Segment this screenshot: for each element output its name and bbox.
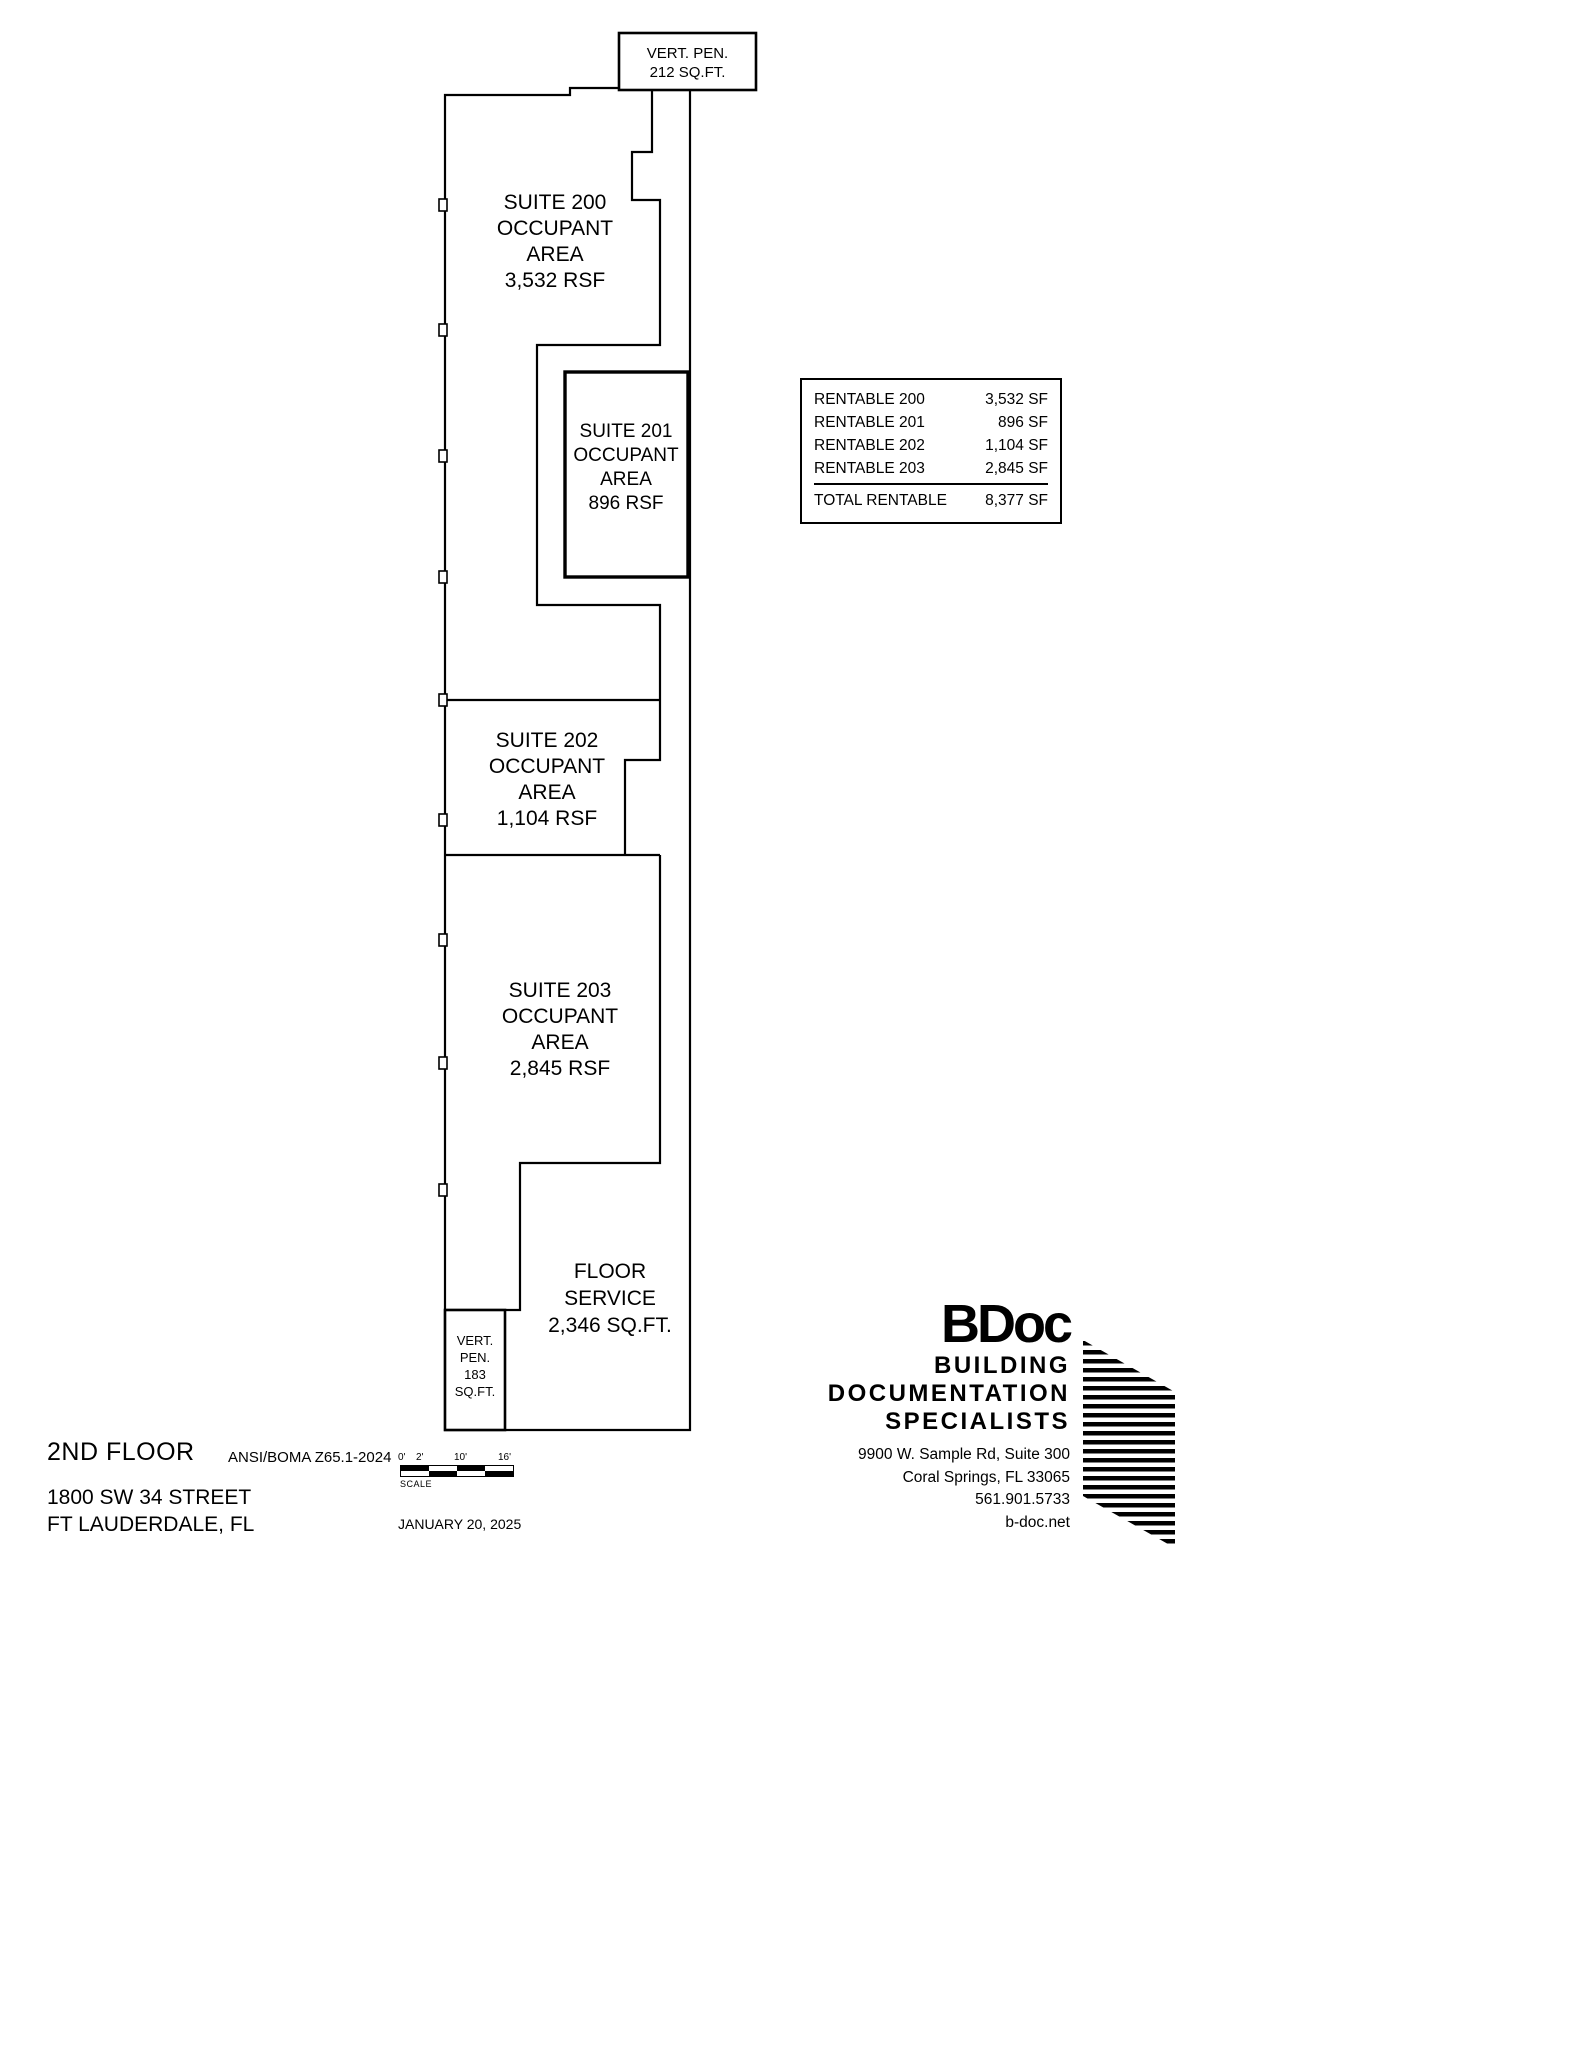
wall-ticks (438, 198, 448, 1197)
suite-202-label: SUITE 202 OCCUPANT AREA 1,104 RSF (488, 729, 606, 830)
row-value: 2,845 SF (985, 460, 1048, 477)
row-value: 1,104 SF (985, 437, 1048, 454)
logo-wordmark: BDoc (940, 1294, 1073, 1354)
total-value: 8,377 SF (985, 492, 1048, 509)
vert-pen-212-box (617, 31, 758, 92)
rentable-table: RENTABLE 200 3,532 SF RENTABLE 201 896 S… (800, 378, 1062, 524)
scale-tick-0: 0' (398, 1452, 406, 1463)
floor-service-label: FLOOR SERVICE 2,346 SQ.FT. (548, 1260, 672, 1337)
logo-block: BDoc BUILDING DOCUMENTATION SPECIALISTS … (700, 1294, 1073, 1534)
suite-200-201-partition (535, 88, 662, 700)
suite-200-label: SUITE 200 OCCUPANT AREA 3,532 RSF (496, 191, 614, 292)
suite-203-partition (445, 853, 662, 1312)
city-address: FT LAUDERDALE, FL (47, 1513, 255, 1536)
logo-website: b-doc.net (1005, 1513, 1070, 1531)
row-value: 896 SF (998, 414, 1048, 431)
table-row: RENTABLE 200 3,532 SF (814, 388, 1048, 411)
logo-phone: 561.901.5733 (975, 1491, 1070, 1508)
table-row: RENTABLE 202 1,104 SF (814, 434, 1048, 457)
scale-tick-2: 2' (416, 1452, 424, 1463)
row-label: RENTABLE 200 (814, 391, 925, 408)
suite-203-label: SUITE 203 OCCUPANT AREA 2,845 RSF (501, 979, 619, 1080)
logo-address: 9900 W. Sample Rd, Suite 300 Coral Sprin… (700, 1444, 1070, 1534)
total-label: TOTAL RENTABLE (814, 492, 947, 509)
row-label: RENTABLE 202 (814, 437, 925, 454)
row-label: RENTABLE 203 (814, 460, 925, 477)
row-value: 3,532 SF (985, 391, 1048, 408)
logo-line-specialists: SPECIALISTS (885, 1408, 1070, 1435)
scale-bar: 0' 2' 10' 16' SCALE (398, 1452, 514, 1496)
vert-pen-212-label: VERT. PEN. 212 SQ.FT. (646, 45, 729, 81)
table-row: RENTABLE 201 896 SF (814, 411, 1048, 434)
logo-pages-icon (1083, 1340, 1175, 1548)
logo-line-documentation: DOCUMENTATION (827, 1380, 1070, 1407)
scale-tick-16: 16' (498, 1452, 512, 1463)
street-address: 1800 SW 34 STREET (47, 1486, 252, 1509)
vert-pen-183-box (443, 1308, 507, 1432)
scale-bar-graphic (400, 1465, 514, 1477)
logo-line-building: BUILDING (934, 1352, 1070, 1379)
boma-standard-label: ANSI/BOMA Z65.1-2024 (228, 1449, 392, 1466)
logo-address-line2: Coral Springs, FL 33065 (902, 1468, 1070, 1486)
table-total-row: TOTAL RENTABLE 8,377 SF (814, 483, 1048, 512)
scale-tick-10: 10' (454, 1452, 468, 1463)
table-row: RENTABLE 203 2,845 SF (814, 457, 1048, 480)
suite-201-boundary (563, 370, 690, 579)
logo-address-line1: 9900 W. Sample Rd, Suite 300 (858, 1446, 1070, 1463)
vert-pen-183-label: VERT. PEN. 183 SQ.FT. (454, 1333, 496, 1399)
suite-201-label: SUITE 201 OCCUPANT AREA 896 RSF (573, 421, 679, 514)
row-label: RENTABLE 201 (814, 414, 925, 431)
page-title: 2ND FLOOR (47, 1438, 195, 1466)
scale-word: SCALE (400, 1479, 433, 1489)
plan-date: JANUARY 20, 2025 (398, 1516, 522, 1532)
suite-202-partition (445, 698, 662, 855)
